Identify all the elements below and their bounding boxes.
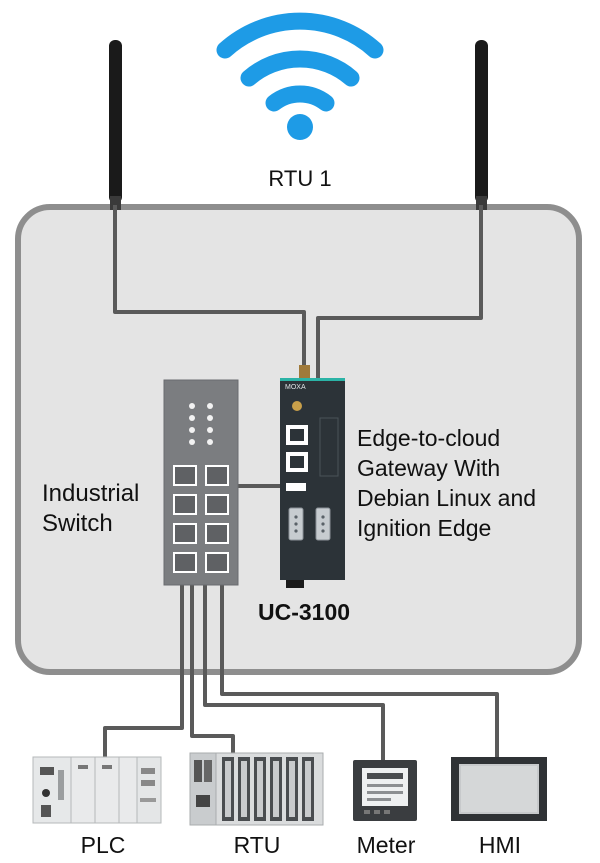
meter-device <box>353 760 417 821</box>
gateway-label-line-4: Ignition Edge <box>357 515 491 541</box>
antenna-right <box>475 40 488 210</box>
switch-ports <box>173 465 229 573</box>
gateway-antenna-port <box>292 401 302 411</box>
antenna-cables <box>113 205 483 380</box>
diagram-title: RTU 1 <box>268 166 331 191</box>
gateway-label-line-2: Gateway With <box>357 455 500 481</box>
hmi-device <box>451 757 547 821</box>
field-cables <box>103 585 499 760</box>
gateway-model-label: UC-3100 <box>258 599 350 625</box>
device-label-hmi: HMI <box>479 832 521 858</box>
device-label-plc: PLC <box>81 832 126 858</box>
gateway-label-line-1: Edge-to-cloud <box>357 425 500 451</box>
device-label-rtu: RTU <box>234 832 281 858</box>
device-label-meter: Meter <box>357 832 416 858</box>
switch-label-line-1: Industrial <box>42 480 139 507</box>
gateway-usb-port <box>286 483 306 491</box>
industrial-switch <box>163 379 239 586</box>
antenna-left <box>109 40 122 210</box>
wifi-icon <box>216 12 384 140</box>
gateway-label-line-3: Debian Linux and <box>357 485 536 511</box>
switch-led-dots <box>189 403 213 445</box>
plc-device <box>32 756 162 824</box>
switch-label-line-2: Switch <box>42 510 113 537</box>
gateway-brand: MOXA <box>285 384 306 391</box>
gateway-panel-edge <box>319 417 339 477</box>
rtu-device <box>189 752 324 826</box>
uc3100-gateway: MOXA <box>280 365 345 588</box>
